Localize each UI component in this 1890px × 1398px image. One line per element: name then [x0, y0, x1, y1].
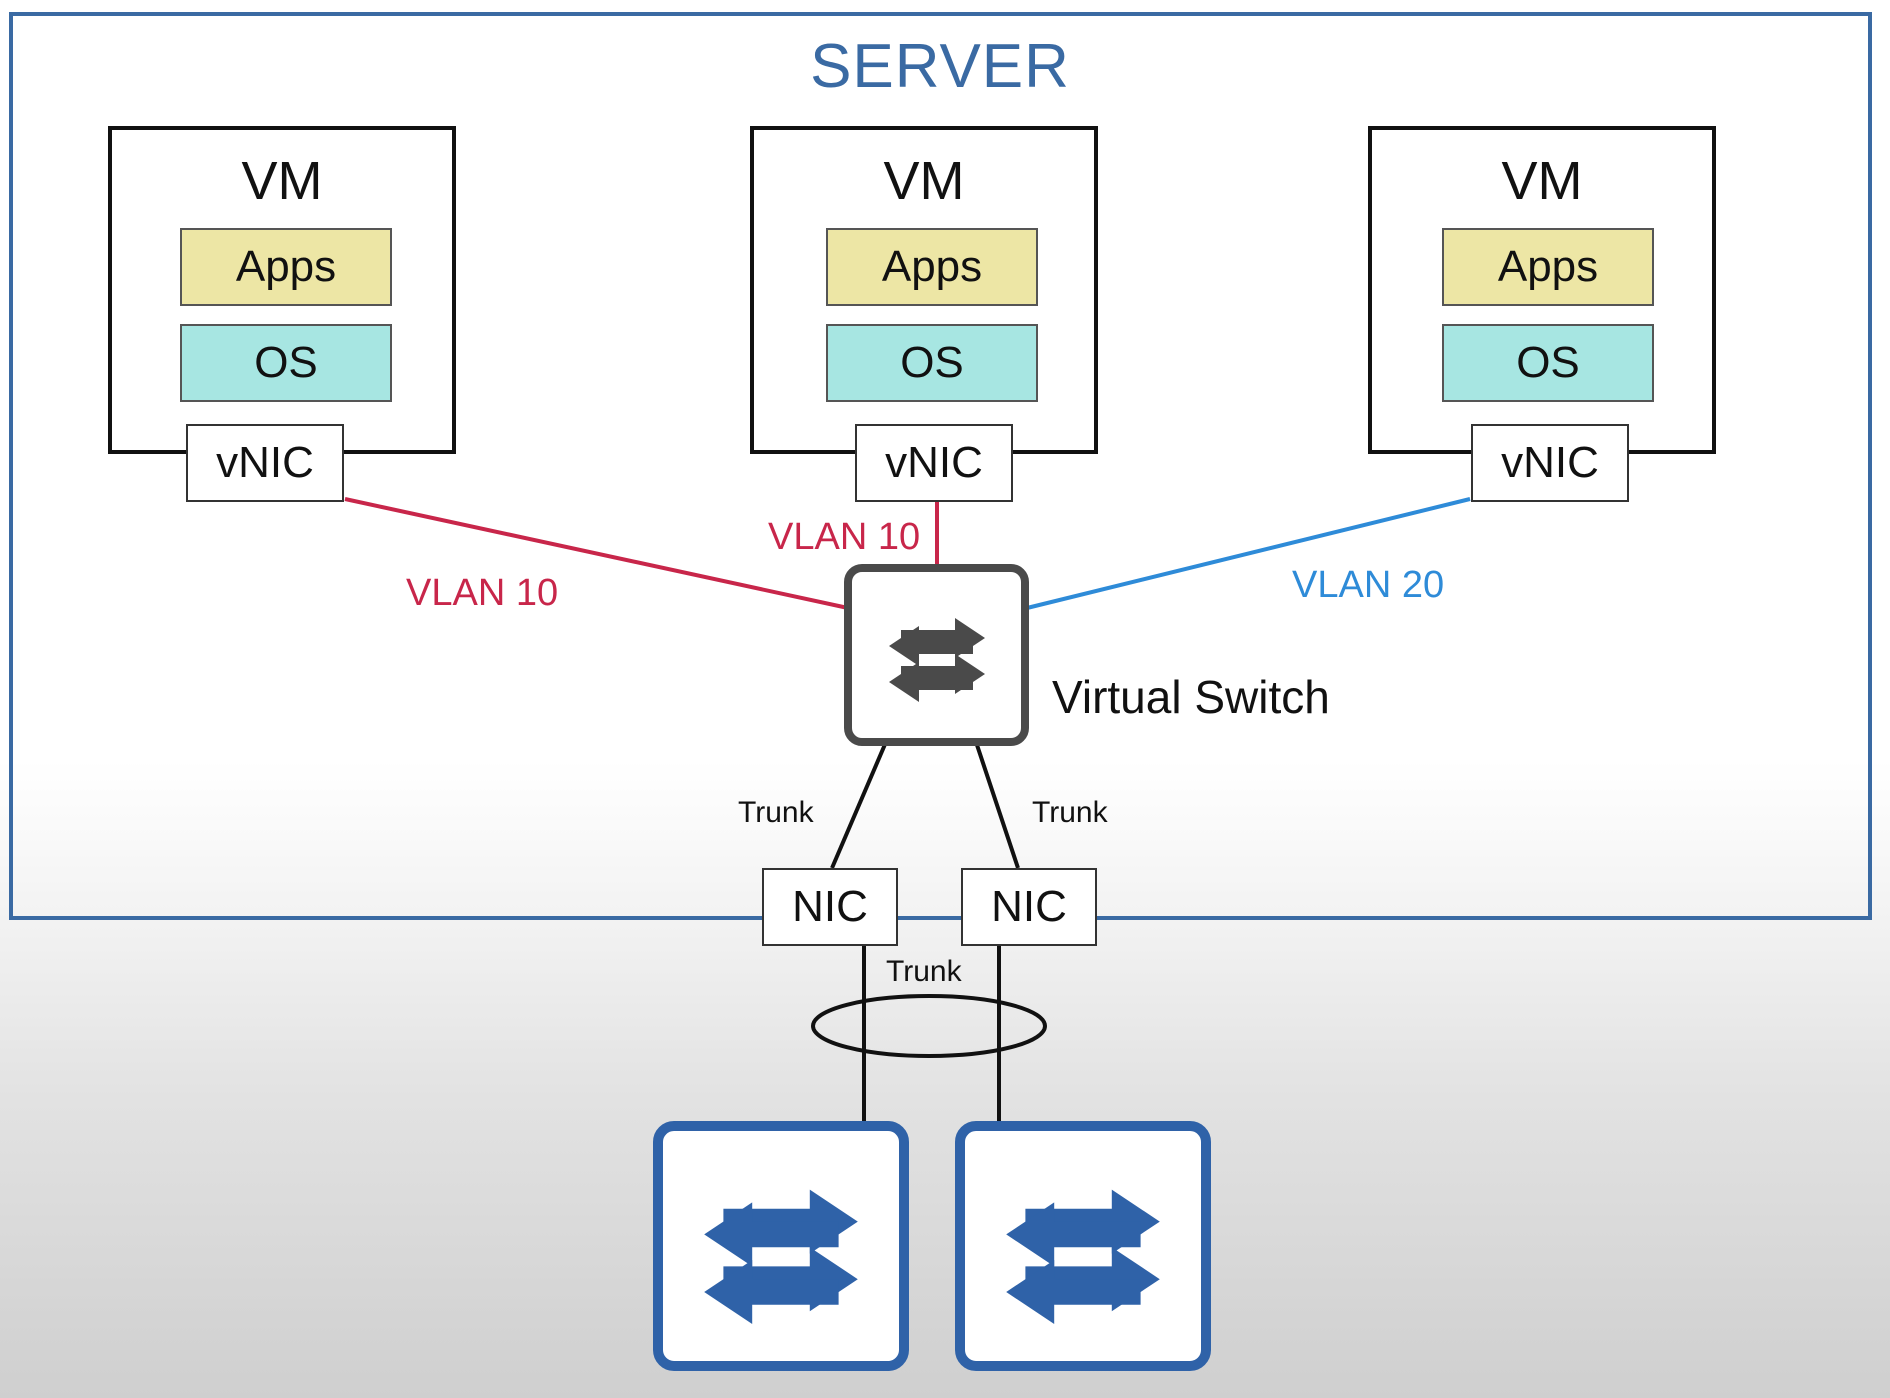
apps-layer: Apps — [180, 228, 392, 306]
server-boundary — [9, 12, 1872, 920]
virtual-switch — [844, 564, 1029, 746]
vm-box-1: VM Apps OS — [108, 126, 456, 454]
trunk-link-right — [974, 741, 1020, 869]
vlan-label-vm2: VLAN 10 — [768, 516, 921, 558]
vlan10-link-vm1 — [344, 497, 849, 610]
vm-title: VM — [241, 151, 323, 211]
vlan-label-vm1: VLAN 10 — [406, 572, 559, 614]
trunk-link-left — [830, 741, 888, 869]
physical-switch-2 — [955, 1121, 1211, 1371]
vnic-3: vNIC — [1471, 424, 1629, 502]
vm-box-2: VM Apps OS — [750, 126, 1098, 454]
vlan-label-vm3: VLAN 20 — [1292, 564, 1445, 606]
vm-title: VM — [883, 151, 965, 211]
trunk-bundle-ellipse — [811, 994, 1047, 1058]
os-layer: OS — [180, 324, 392, 402]
vlan20-link-vm3 — [1026, 497, 1471, 610]
apps-layer: Apps — [1442, 228, 1654, 306]
vnic-2: vNIC — [855, 424, 1013, 502]
vm-box-3: VM Apps OS — [1368, 126, 1716, 454]
vm-title: VM — [1501, 151, 1583, 211]
os-layer: OS — [1442, 324, 1654, 402]
physical-switch-1 — [653, 1121, 909, 1371]
os-layer: OS — [826, 324, 1038, 402]
vnic-1: vNIC — [186, 424, 344, 502]
nic-1: NIC — [762, 868, 898, 946]
nic-2: NIC — [961, 868, 1097, 946]
trunk-label-left: Trunk — [738, 796, 814, 829]
apps-layer: Apps — [826, 228, 1038, 306]
trunk-label-bundle: Trunk — [886, 955, 962, 988]
virtual-switch-label: Virtual Switch — [1052, 671, 1330, 723]
server-title: SERVER — [810, 32, 1070, 101]
trunk-label-right: Trunk — [1032, 796, 1108, 829]
